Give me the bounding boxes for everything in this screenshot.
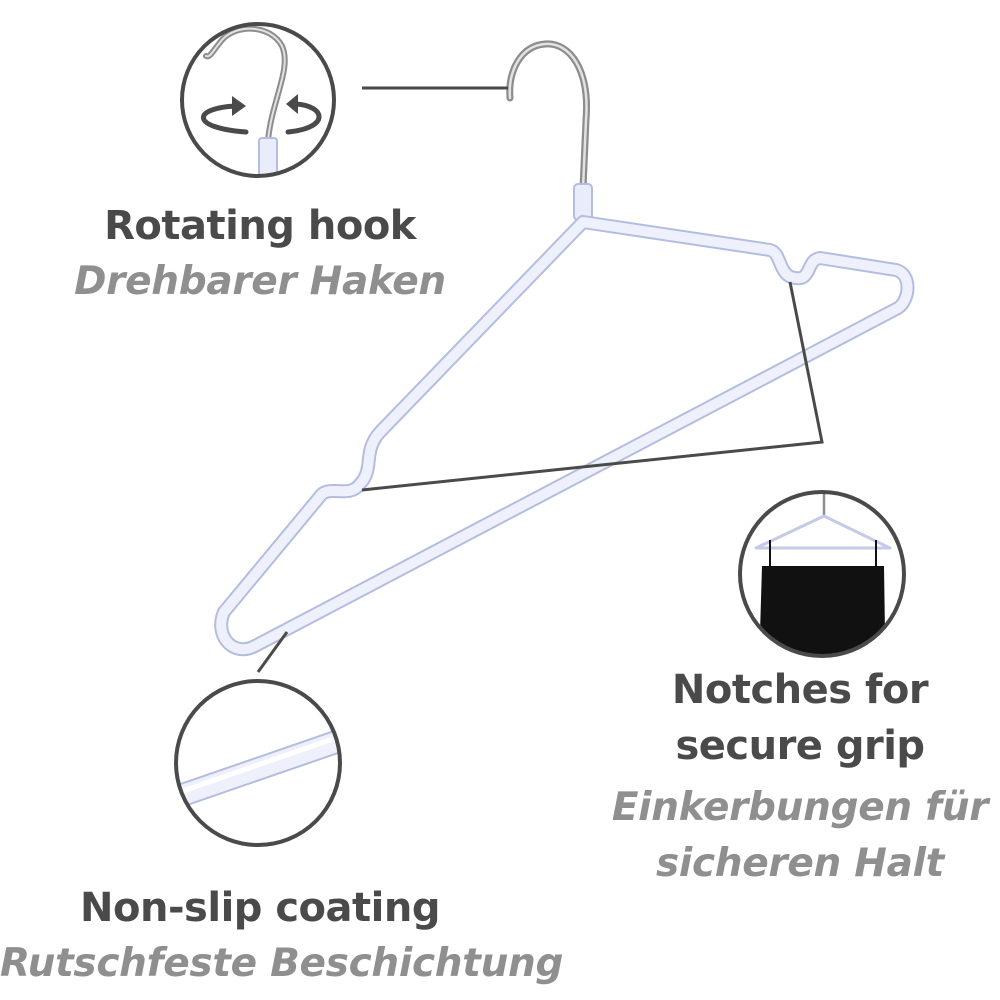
rotating-hook-title: Rotating hook — [104, 203, 416, 249]
rotating-hook-subtitle: Drehbarer Haken — [74, 259, 446, 304]
non-slip-title: Non-slip coating — [80, 885, 440, 931]
hanger — [214, 40, 915, 657]
rotating-hook-label: Rotating hook Drehbarer Haken — [60, 198, 460, 310]
notches-label: Notches for secure grip Einkerbungen für… — [600, 662, 1000, 892]
hook-collar — [573, 183, 593, 221]
notches-subtitle-line2: sicheren Halt — [655, 841, 944, 886]
notch-grip-detail-circle — [738, 490, 906, 658]
leader-line-coating — [256, 631, 289, 673]
leader-line-notch — [361, 281, 824, 492]
non-slip-label: Non-slip coating Rutschfeste Beschichtun… — [0, 880, 564, 992]
leader-lines — [256, 86, 824, 673]
hanger-hook — [506, 40, 591, 192]
non-slip-coating-detail-circle — [174, 679, 342, 847]
rotating-hook-detail-circle — [180, 22, 336, 178]
notches-subtitle-line1: Einkerbungen für — [611, 785, 989, 830]
notches-title-line1: Notches for — [671, 667, 929, 713]
notches-title-line2: secure grip — [675, 723, 925, 769]
garment — [758, 566, 886, 656]
non-slip-subtitle: Rutschfeste Beschichtung — [0, 941, 564, 986]
rotate-arrows-icon — [201, 94, 322, 135]
